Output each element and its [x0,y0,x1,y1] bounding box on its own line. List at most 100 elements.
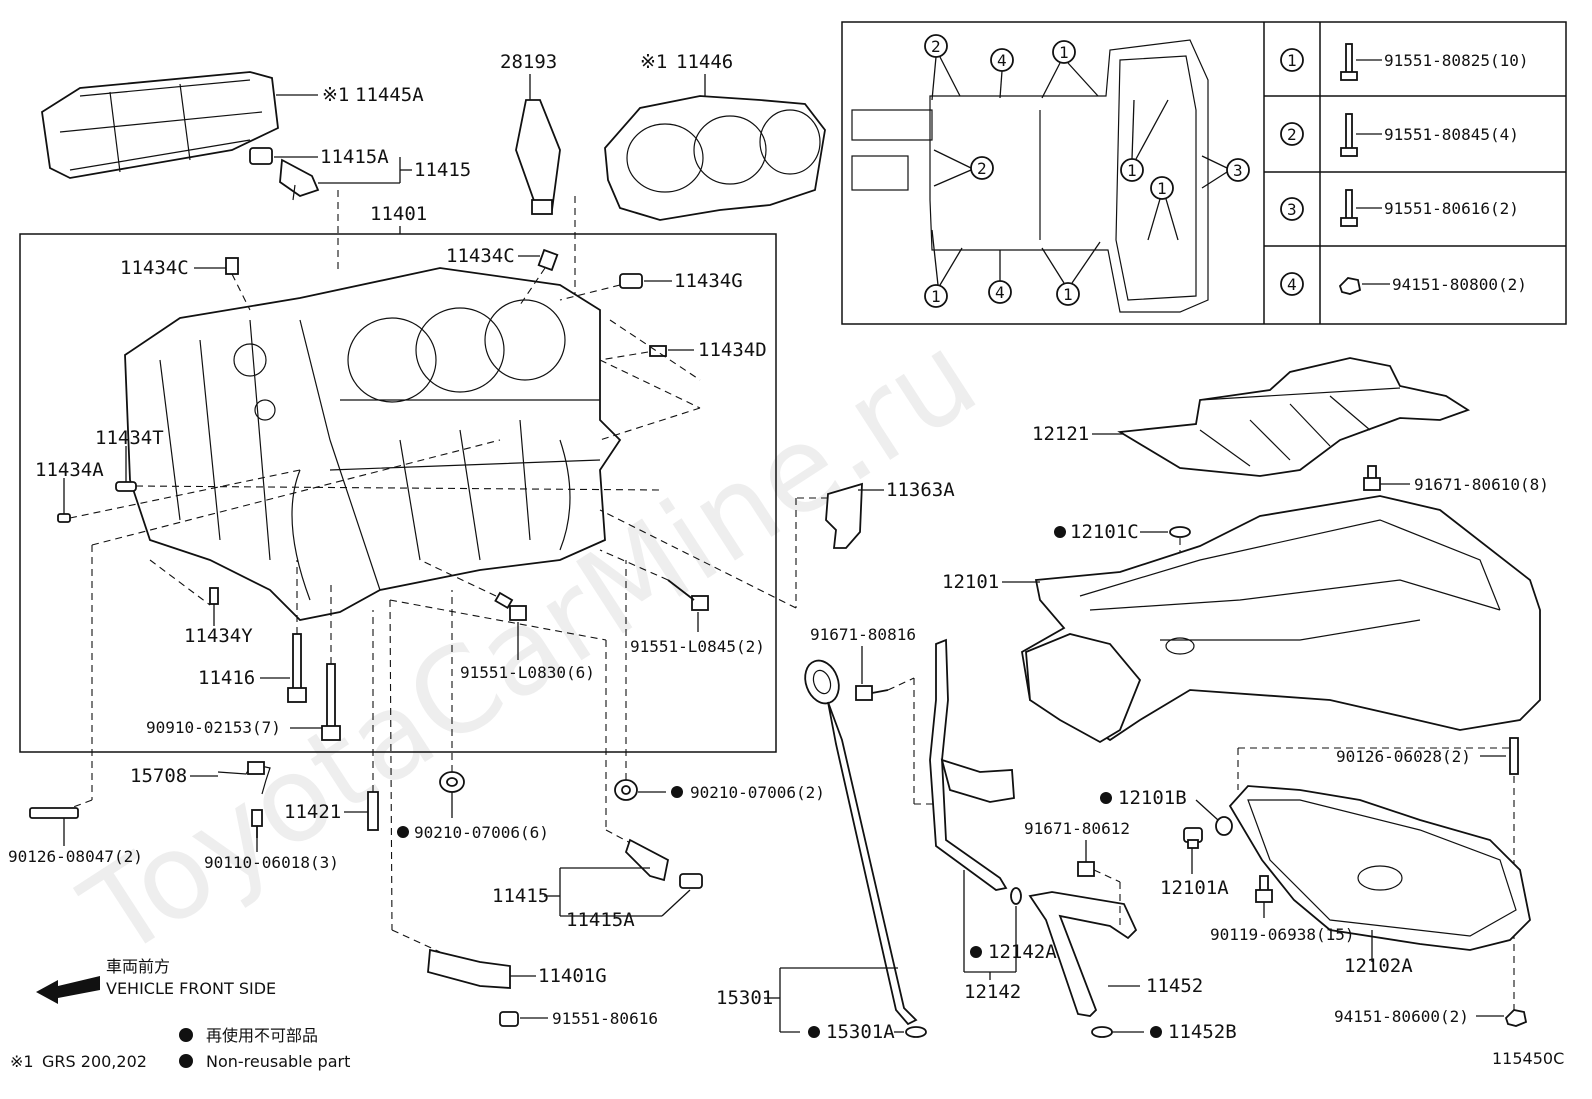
label-15301A: 15301A [826,1021,895,1043]
bolt-table: 1 91551-80825(10) 2 91551-80845(4) 3 915… [1280,43,1529,296]
part-12142-guide-icon [929,638,1015,891]
label-11452B: 11452B [1168,1021,1237,1043]
direction-jp: 車両前方 [106,957,170,976]
part-90210-07006-6-seal-icon [439,771,465,793]
part-11415-bottom-sensor-icon [624,838,703,889]
part-11363A-bracket-icon [825,482,863,549]
label-11434A: 11434A [35,459,104,481]
part-90110-06018-icon [251,809,263,838]
label-90210-07006-2: 90210-07006(2) [690,783,825,802]
svg-text:1: 1 [1063,285,1073,304]
svg-text:1: 1 [931,287,941,306]
label-12101C: 12101C [1070,521,1139,543]
label-11421: 11421 [284,801,341,823]
block-frame [19,233,777,753]
bolt-layout-frame [841,21,1567,325]
part-11421-stud-icon [367,791,379,831]
part-11446-illustration [604,95,826,221]
label-11401: 11401 [370,203,427,225]
label-91671-80610: 91671-80610(8) [1414,475,1549,494]
part-12102A-oil-pan-lower-illustration [1228,785,1531,951]
label-94151-80600: 94151-80600(2) [1334,1007,1469,1026]
label-11446: 11446 [676,51,733,73]
label-28193: 28193 [500,51,557,73]
svg-text:1: 1 [1157,179,1167,198]
label-11445A-mark: ※1 [322,84,349,106]
legend-nonreusable-jp: 再使用不可部品 [206,1026,318,1045]
table-row-4-part: 94151-80800(2) [1392,275,1527,294]
label-90110-06018: 90110-06018(3) [204,853,339,872]
label-11416: 11416 [198,667,255,689]
part-11434Y-icon [209,587,219,605]
nonreusable-dot-11452B [1150,1026,1162,1038]
part-11415-top-illustration [249,147,320,201]
label-90910-02153: 90910-02153(7) [146,718,281,737]
nonreusable-dot-12142A [970,946,982,958]
svg-text:4: 4 [997,51,1007,70]
bolt-table-row-4-nut-icon [1338,277,1362,295]
label-91671-80816: 91671-80816 [810,625,916,644]
label-91551-L0845: 91551-L0845(2) [630,637,765,656]
label-11363A: 11363A [886,479,955,501]
table-row-3-part: 91551-80616(2) [1384,199,1519,218]
part-11401G-sensor-icon [427,948,519,1027]
part-11445A-illustration [41,71,279,179]
footnote-mark: ※1 [10,1052,34,1071]
label-12101: 12101 [942,571,999,593]
table-row-4-num: 4 [1287,275,1297,294]
label-15708: 15708 [130,765,187,787]
part-91551-L0845-bolt-icon [667,579,709,611]
table-row-1-part: 91551-80825(10) [1384,51,1529,70]
part-11434T-icon [115,481,137,492]
part-11401-cylinder-block-illustration [124,267,622,621]
part-11434D-icon [649,345,667,357]
svg-text:1: 1 [1059,43,1069,62]
label-11434Y: 11434Y [184,625,253,647]
bolt-table-row-2-bolt-icon [1340,113,1358,157]
label-12101B: 12101B [1118,787,1187,809]
part-15708-bracket-icon [217,761,271,795]
nonreusable-dot-90210-6 [397,826,409,838]
label-11434T: 11434T [95,427,164,449]
label-12142: 12142 [964,981,1021,1003]
part-11452B-oring-icon [1091,1026,1113,1038]
svg-text:2: 2 [977,159,987,178]
nonreusable-dot-12101C [1054,526,1066,538]
part-15301A-oring-icon [905,1026,927,1038]
label-12121: 12121 [1032,423,1089,445]
part-90910-bolt-icon [321,663,341,741]
label-11415-bottom: 11415 [492,885,549,907]
table-row-2-num: 2 [1287,125,1297,144]
svg-text:1: 1 [1127,161,1137,180]
label-11401G: 11401G [538,965,607,987]
legend-dot-jp [179,1028,193,1042]
bolt-layout-pan-illustration [851,39,1209,313]
label-91671-80612: 91671-80612 [1024,819,1130,838]
label-91551-80616: 91551-80616 [552,1009,658,1028]
label-91551-L0830: 91551-L0830(6) [460,663,595,682]
part-12101A-drain-plug-icon [1183,827,1203,849]
part-91671-80816-bolt-icon [855,685,889,701]
part-91551-L0830-bolt-icon [494,591,527,621]
svg-text:2: 2 [931,37,941,56]
part-90126-06028-stud-icon [1509,737,1519,775]
part-12101C-oring-icon [1169,526,1191,538]
part-11434G-icon [619,273,643,289]
bolt-table-row-1-bolt-icon [1340,43,1358,81]
bolt-table-row-3-bolt-icon [1340,189,1358,227]
label-11452: 11452 [1146,975,1203,997]
part-91671-80612-bolt-icon [1077,861,1095,877]
part-11434A-icon [57,513,71,523]
nonreusable-dot-15301A [808,1026,820,1038]
label-11446-mark: ※1 [640,51,667,73]
label-15301: 15301 [716,987,773,1009]
bolt-layout-callouts: 2 4 1 2 3 1 1 1 4 1 [924,34,1250,308]
label-12142A: 12142A [988,941,1057,963]
part-11434C-left-icon [225,257,239,275]
part-12101B-gasket-icon [1215,816,1233,836]
table-row-3-num: 3 [1287,200,1297,219]
label-11434D: 11434D [698,339,767,361]
part-90210-07006-2-seal-icon [614,779,638,801]
vehicle-front-arrow-icon [36,976,100,1004]
part-11434C-mid-icon [537,248,559,272]
